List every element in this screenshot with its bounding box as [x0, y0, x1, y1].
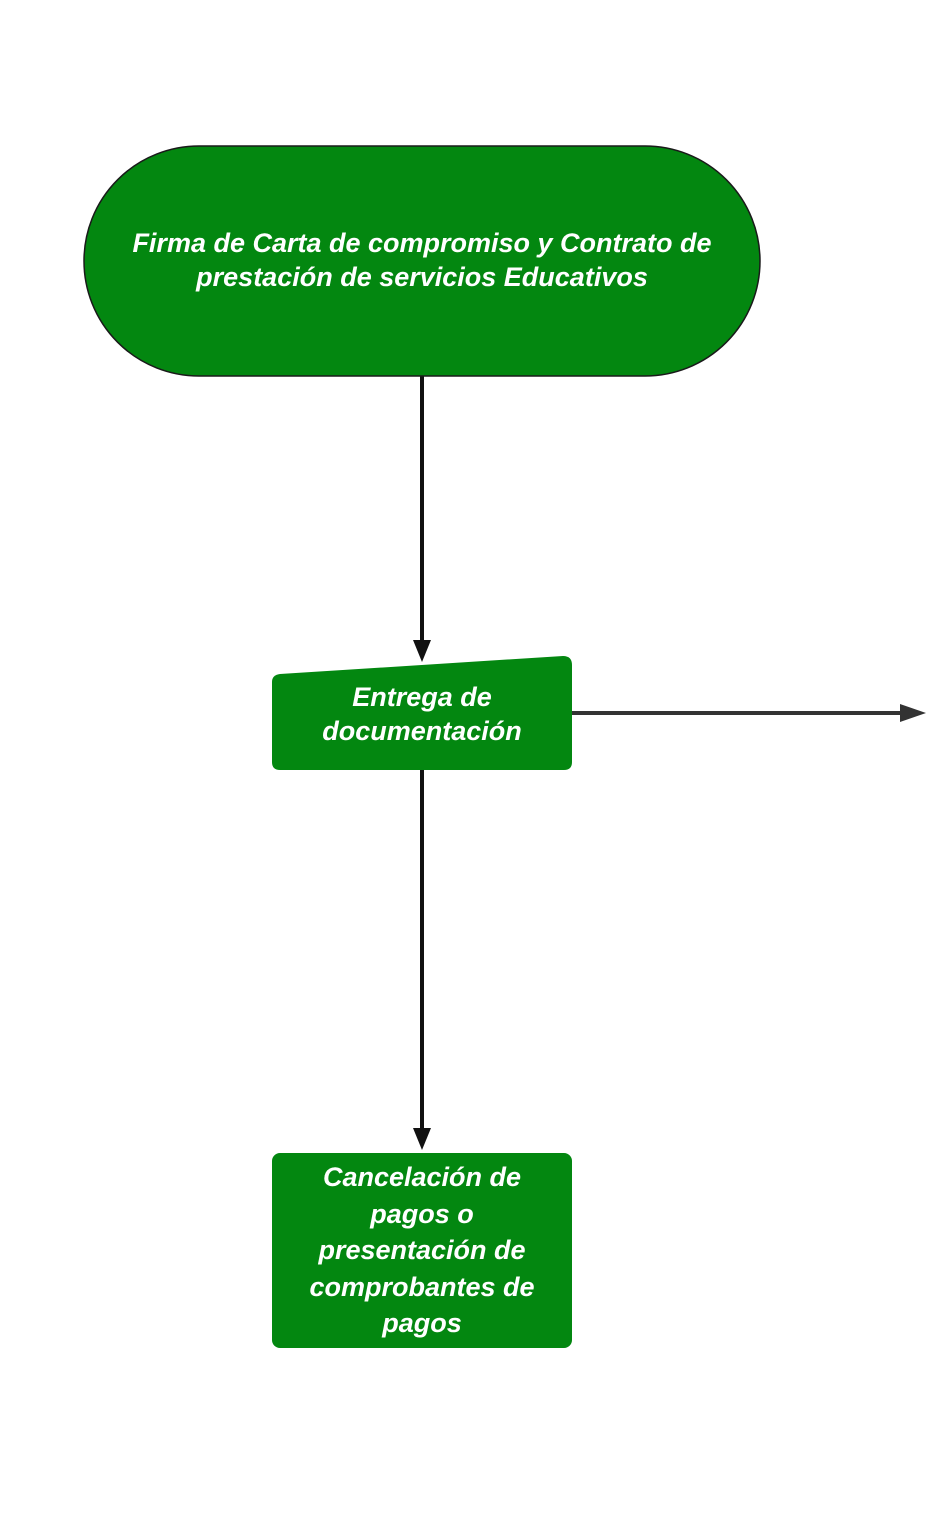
entrega-node-shape[interactable]	[272, 656, 572, 770]
entrega-node-label: Entrega de documentación	[272, 660, 572, 770]
arrowhead-right-icon	[900, 704, 926, 722]
start-node-label-line: prestación de servicios Educativos	[196, 262, 648, 292]
start-node-label: Firma de Carta de compromiso y Contrato …	[84, 146, 760, 376]
connector-start-to-entrega	[413, 376, 431, 662]
start-node-label-line: Firma de Carta de compromiso y Contrato …	[132, 228, 712, 259]
arrowhead-down-icon	[413, 1128, 431, 1150]
connector-entrega-to-right	[572, 704, 926, 722]
arrowhead-down-icon	[413, 640, 431, 662]
pagos-node-label-line: Cancelación de	[322, 1162, 522, 1193]
start-terminator-shape[interactable]	[83, 145, 761, 377]
connector-entrega-to-pagos	[413, 770, 431, 1150]
pagos-node-shape[interactable]	[272, 1153, 572, 1348]
pagos-node-label-line: pagos	[382, 1308, 462, 1339]
pagos-node-label-line: presentación de	[318, 1235, 526, 1266]
pagos-node-label-line: pagos o	[370, 1198, 474, 1229]
entrega-node-label-line: Entrega de	[352, 682, 492, 713]
pagos-node-label: Cancelación de pagos o presentación de c…	[272, 1153, 572, 1348]
entrega-node-label-line: documentación	[322, 716, 522, 746]
pagos-node-label-line: comprobantes de	[309, 1271, 535, 1302]
